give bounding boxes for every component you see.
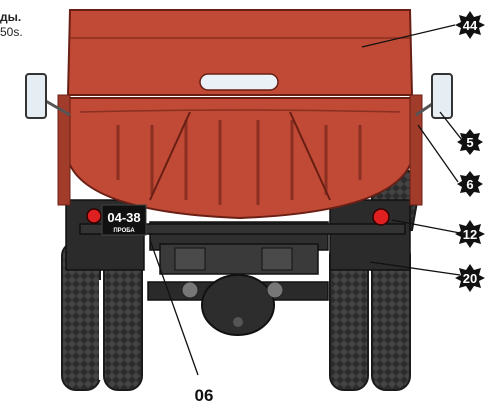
callout-20-label: 20 bbox=[463, 271, 477, 286]
tailgate-window bbox=[199, 73, 279, 91]
callout-5-label: 5 bbox=[466, 135, 473, 150]
left-mirror bbox=[25, 73, 71, 119]
bottom-part-label: 06 bbox=[195, 386, 214, 405]
callout-44: 44 bbox=[455, 11, 485, 39]
callout-6: 6 bbox=[457, 171, 483, 197]
corner-caption: ды. 50s. bbox=[0, 10, 23, 40]
rear-bumper bbox=[79, 223, 406, 235]
dump-body-tailgate bbox=[60, 97, 420, 220]
callout-44-label: 44 bbox=[463, 18, 478, 33]
callout-12-label: 12 bbox=[463, 227, 477, 242]
rear-wheels bbox=[61, 241, 411, 391]
right-tail-light bbox=[372, 208, 390, 226]
caption-line-1: ды. bbox=[0, 10, 22, 24]
license-plate: 04-38 ПРОБА bbox=[101, 204, 147, 236]
right-mirror bbox=[415, 73, 453, 119]
callout-20: 20 bbox=[455, 264, 485, 292]
dump-body bbox=[60, 9, 420, 220]
differential bbox=[201, 274, 275, 336]
callout-6-label: 6 bbox=[466, 177, 473, 192]
chassis bbox=[147, 221, 329, 336]
callout-5: 5 bbox=[457, 129, 483, 155]
callout-12: 12 bbox=[455, 220, 485, 248]
plate-number: 04-38 bbox=[107, 210, 140, 225]
right-mudflap bbox=[329, 199, 411, 271]
leader-lines bbox=[149, 24, 463, 376]
left-tail-light bbox=[86, 208, 102, 224]
plate-subtitle: ПРОБА bbox=[113, 228, 135, 234]
caption-line-2: 50s. bbox=[0, 25, 23, 39]
